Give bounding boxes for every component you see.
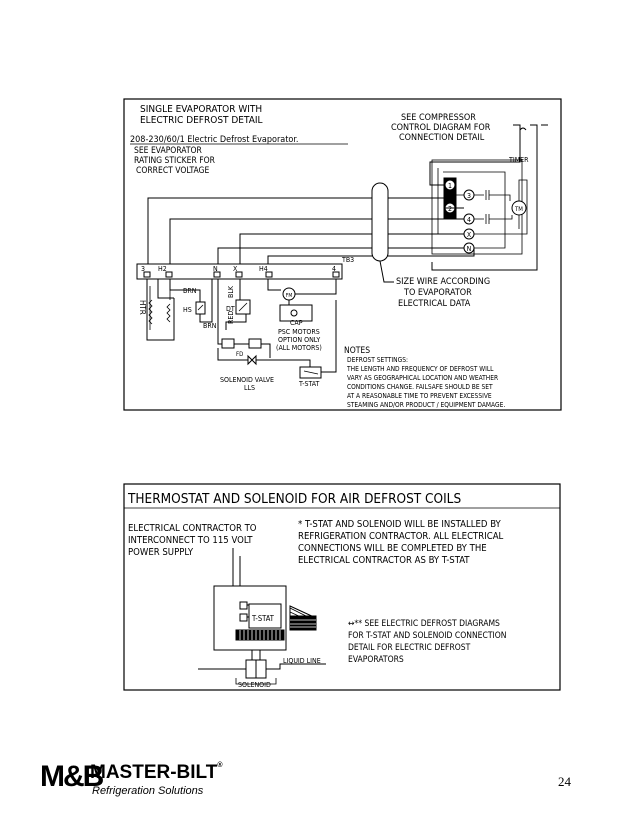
logo-mark: M&B <box>40 760 104 793</box>
heater-label: HTR <box>138 300 147 315</box>
capacitor-label: CAP <box>290 319 303 327</box>
compressor-note-line1: SEE COMPRESSOR <box>401 113 476 123</box>
timer-terminal-2-label: 2 <box>448 205 452 213</box>
see-note-line1: ↔** SEE ELECTRIC DEFROST DIAGRAMS <box>348 619 500 629</box>
liquid-line-label: LIQUID LINE <box>283 657 321 665</box>
solenoid-valve-label-line2: LLS <box>244 384 255 392</box>
fd-relay <box>221 338 235 349</box>
master-bilt-logo: M&B MASTER-BILT® Refrigeration Solutions <box>40 760 260 800</box>
see-note-line4: EVAPORATORS <box>348 655 404 665</box>
install-note-line2: REFRIGERATION CONTRACTOR. ALL ELECTRICAL <box>298 531 504 542</box>
psc-note-line2: OPTION ONLY <box>278 336 320 344</box>
size-wire-note-line3: ELECTRICAL DATA <box>398 299 471 309</box>
solenoid-label-diagram2: SOLENOID <box>238 681 271 689</box>
brn-wire-label-top: BRN <box>183 287 197 295</box>
page-number: 24 <box>558 774 571 789</box>
install-note-line3: CONNECTIONS WILL BE COMPLETED BY THE <box>298 543 487 554</box>
notes-title: NOTES <box>344 346 370 356</box>
timer-terminal-x-label: X <box>467 231 472 239</box>
logo-name-text: MASTER-BILT <box>90 762 218 783</box>
electrical-note-line2: INTERCONNECT TO 115 VOLT <box>128 535 253 546</box>
coil-section-glyph <box>289 615 317 631</box>
blk-wire-label: BLK <box>227 285 235 298</box>
diagram1-subtitle: 208-230/60/1 Electric Defrost Evaporator… <box>130 135 298 145</box>
tstat-label-diagram2: T-STAT <box>251 614 275 623</box>
fan-motor-label: FM <box>286 293 293 299</box>
terminal-h2-screw <box>165 271 173 278</box>
terminal-h4-label: H4 <box>259 265 268 273</box>
tb3-label: TB3 <box>341 256 354 264</box>
timer-terminal-4-label: 4 <box>467 216 471 224</box>
notes-line-6: STEAMING AND/OR PRODUCT / EQUIPMENT DAMA… <box>347 401 505 409</box>
compressor-note-line2: CONTROL DIAGRAM FOR <box>391 123 491 133</box>
notes-line-3: VARY AS GEOGRAPHICAL LOCATION AND WEATHE… <box>347 374 498 382</box>
fd-label: FD <box>236 351 243 358</box>
terminal-x-screw <box>235 271 243 278</box>
electrical-note-line3: POWER SUPPLY <box>128 547 194 558</box>
hs-label: HS <box>183 306 192 314</box>
dt-label: DT <box>226 305 235 313</box>
diagram1-title-line1: SINGLE EVAPORATOR WITH <box>140 104 262 115</box>
timer-motor-label: TM <box>514 206 523 213</box>
tstat-label-diagram1: T-STAT <box>298 380 320 388</box>
rating-note-line1: SEE EVAPORATOR <box>134 146 203 156</box>
terminal-3-screw <box>143 271 151 278</box>
install-note-line4: ELECTRICAL CONTRACTOR AS BY T-STAT <box>298 555 470 566</box>
diagram2-title: THERMOSTAT AND SOLENOID FOR AIR DEFROST … <box>127 491 461 507</box>
notes-line-2: THE LENGTH AND FREQUENCY OF DEFROST WILL <box>346 365 494 373</box>
air-defrost-diagram-frame <box>123 483 561 691</box>
timer-terminal-n-label: N <box>467 245 472 253</box>
compressor-note-line3: CONNECTION DETAIL <box>399 133 485 143</box>
see-note-line3: DETAIL FOR ELECTRIC DEFROST <box>348 643 471 653</box>
wire-bundle-marker <box>371 182 389 262</box>
solenoid-valve-label-line1: SOLENOID VALVE <box>220 376 274 384</box>
psc-note-line1: PSC MOTORS <box>278 328 320 336</box>
terminal-3-label: 3 <box>141 265 145 273</box>
install-note-line1: * T-STAT AND SOLENOID WILL BE INSTALLED … <box>298 519 502 530</box>
registered-mark: ® <box>217 762 223 769</box>
see-note-line2: FOR T-STAT AND SOLENOID CONNECTION <box>348 631 507 641</box>
rating-note-line2: RATING STICKER FOR <box>134 156 216 166</box>
electric-defrost-diagram-frame <box>123 98 562 411</box>
terminal-n-screw <box>213 271 221 278</box>
timer-terminal-3-label: 3 <box>467 192 471 200</box>
electrical-note-line1: ELECTRICAL CONTRACTOR TO <box>128 523 257 534</box>
rating-note-line3: CORRECT VOLTAGE <box>136 166 209 176</box>
red-wire-label: RED <box>227 311 235 324</box>
terminal-4-screw <box>332 271 340 278</box>
terminal-x-label: X <box>233 265 238 273</box>
terminal-h2-label: H2 <box>158 265 167 273</box>
psc-note-line3: (ALL MOTORS) <box>276 344 322 352</box>
notes-line-4: CONDITIONS CHANGE. FAILSAFE SHOULD BE SE… <box>347 383 493 391</box>
tstat-box <box>248 603 282 629</box>
terminal-h4-screw <box>265 271 273 278</box>
solenoid-valve-symbol <box>247 354 257 366</box>
notes-line-5: AT A REASONABLE TIME TO PREVENT EXCESSIV… <box>347 392 492 400</box>
terminal-n-label: N <box>213 265 218 273</box>
size-wire-note-line2: TO EVAPORATOR <box>403 288 472 298</box>
logo-name: MASTER-BILT® <box>90 762 223 784</box>
brn-wire-label-bottom: BRN <box>203 322 217 330</box>
notes-line-1: DEFROST SETTINGS: <box>347 356 408 364</box>
size-wire-note-line1: SIZE WIRE ACCORDING <box>396 277 490 287</box>
terminal-4-label: 4 <box>332 265 336 273</box>
timer-terminal-1-label: 1 <box>448 182 452 190</box>
capacitor <box>290 309 298 317</box>
diagram1-title-line2: ELECTRIC DEFROST DETAIL <box>140 115 263 126</box>
logo-tagline: Refrigeration Solutions <box>92 785 204 797</box>
